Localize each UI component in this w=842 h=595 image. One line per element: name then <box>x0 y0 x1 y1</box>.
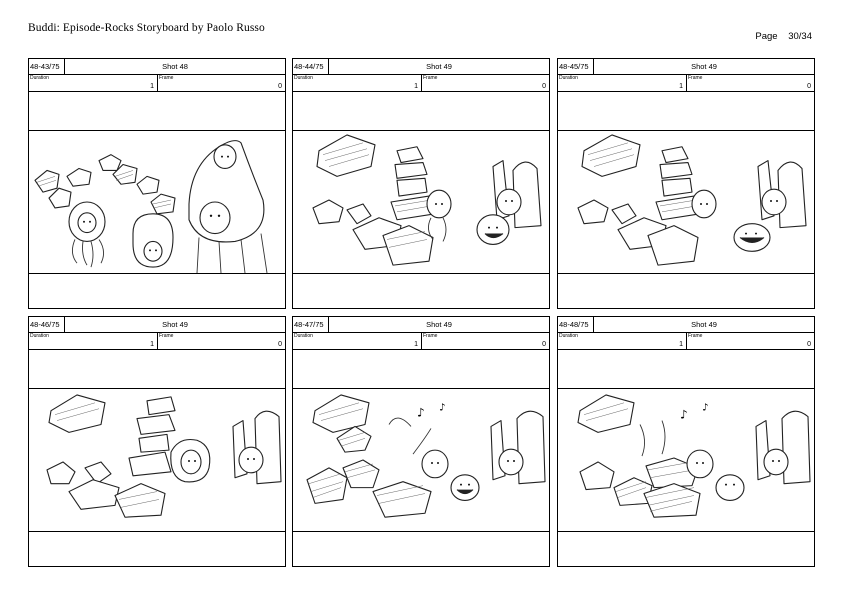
frame-value: 0 <box>542 83 546 90</box>
frame-value: 0 <box>807 341 811 348</box>
panel-sketch <box>293 130 549 274</box>
frame-label: Frame <box>159 75 174 81</box>
panel-scene-number: 48-45/75 <box>558 59 594 74</box>
panel-shot-label: Shot 49 <box>162 320 188 329</box>
duration-value: 1 <box>679 83 683 90</box>
frame-cell: Frame 0 <box>687 75 814 91</box>
music-note-icon: ♪ <box>417 406 425 420</box>
panel-scene-number: 48-44/75 <box>293 59 329 74</box>
frame-label: Frame <box>159 333 174 339</box>
duration-value: 1 <box>679 341 683 348</box>
panel-scene-number: 48-46/75 <box>29 317 65 332</box>
panel-shot-label: Shot 49 <box>691 62 717 71</box>
duration-label: Duration <box>559 333 578 339</box>
duration-label: Duration <box>30 333 49 339</box>
storyboard-panel[interactable]: 48-48/75 Shot 49 Duration 1 Frame 0 ♪ ♪ <box>557 316 815 567</box>
duration-label: Duration <box>294 75 313 81</box>
duration-cell: Duration 1 <box>293 333 422 349</box>
frame-label: Frame <box>423 333 438 339</box>
duration-cell: Duration 1 <box>293 75 422 91</box>
duration-cell: Duration 1 <box>558 75 687 91</box>
storyboard-panel[interactable]: 48-47/75 Shot 49 Duration 1 Frame 0 ♪ ♪ <box>292 316 550 567</box>
frame-cell: Frame 0 <box>422 75 549 91</box>
panel-scene-number: 48-48/75 <box>558 317 594 332</box>
duration-value: 1 <box>150 83 154 90</box>
storyboard-panel[interactable]: 48-45/75 Shot 49 Duration 1 Frame 0 <box>557 58 815 309</box>
panel-sketch: ♪ ♪ <box>558 388 814 532</box>
panel-sketch <box>29 388 285 532</box>
frame-cell: Frame 0 <box>687 333 814 349</box>
frame-cell: Frame 0 <box>158 333 285 349</box>
duration-cell: Duration 1 <box>29 333 158 349</box>
storyboard-panel[interactable]: 48-46/75 Shot 49 Duration 1 Frame 0 <box>28 316 286 567</box>
panel-shot-label: Shot 49 <box>426 62 452 71</box>
frame-value: 0 <box>807 83 811 90</box>
duration-cell: Duration 1 <box>558 333 687 349</box>
frame-label: Frame <box>688 75 703 81</box>
panel-shot-label: Shot 48 <box>162 62 188 71</box>
panel-sketch: ♪ ♪ <box>293 388 549 532</box>
duration-value: 1 <box>150 341 154 348</box>
page-number: 30/34 <box>788 31 812 42</box>
duration-label: Duration <box>294 333 313 339</box>
panel-shot-label: Shot 49 <box>426 320 452 329</box>
panel-sketch <box>29 130 285 274</box>
music-note-icon: ♪ <box>439 403 445 414</box>
duration-cell: Duration 1 <box>29 75 158 91</box>
frame-value: 0 <box>278 341 282 348</box>
storyboard-panel[interactable]: 48-44/75 Shot 49 Duration 1 Frame 0 <box>292 58 550 309</box>
page-label: Page <box>755 31 778 42</box>
duration-label: Duration <box>30 75 49 81</box>
frame-label: Frame <box>423 75 438 81</box>
music-note-icon: ♪ <box>702 403 708 414</box>
panel-shot-label: Shot 49 <box>691 320 717 329</box>
panel-scene-number: 48-47/75 <box>293 317 329 332</box>
document-title: Buddi: Episode-Rocks Storyboard by Paolo… <box>28 22 265 34</box>
frame-value: 0 <box>278 83 282 90</box>
frame-value: 0 <box>542 341 546 348</box>
panel-scene-number: 48-43/75 <box>29 59 65 74</box>
duration-value: 1 <box>414 341 418 348</box>
music-note-icon: ♪ <box>680 408 688 422</box>
storyboard-panel[interactable]: 48-43/75 Shot 48 Duration 1 Frame 0 <box>28 58 286 309</box>
panel-sketch <box>558 130 814 274</box>
page-indicator: Page 30/34 <box>755 31 812 42</box>
duration-value: 1 <box>414 83 418 90</box>
frame-label: Frame <box>688 333 703 339</box>
frame-cell: Frame 0 <box>422 333 549 349</box>
frame-cell: Frame 0 <box>158 75 285 91</box>
duration-label: Duration <box>559 75 578 81</box>
